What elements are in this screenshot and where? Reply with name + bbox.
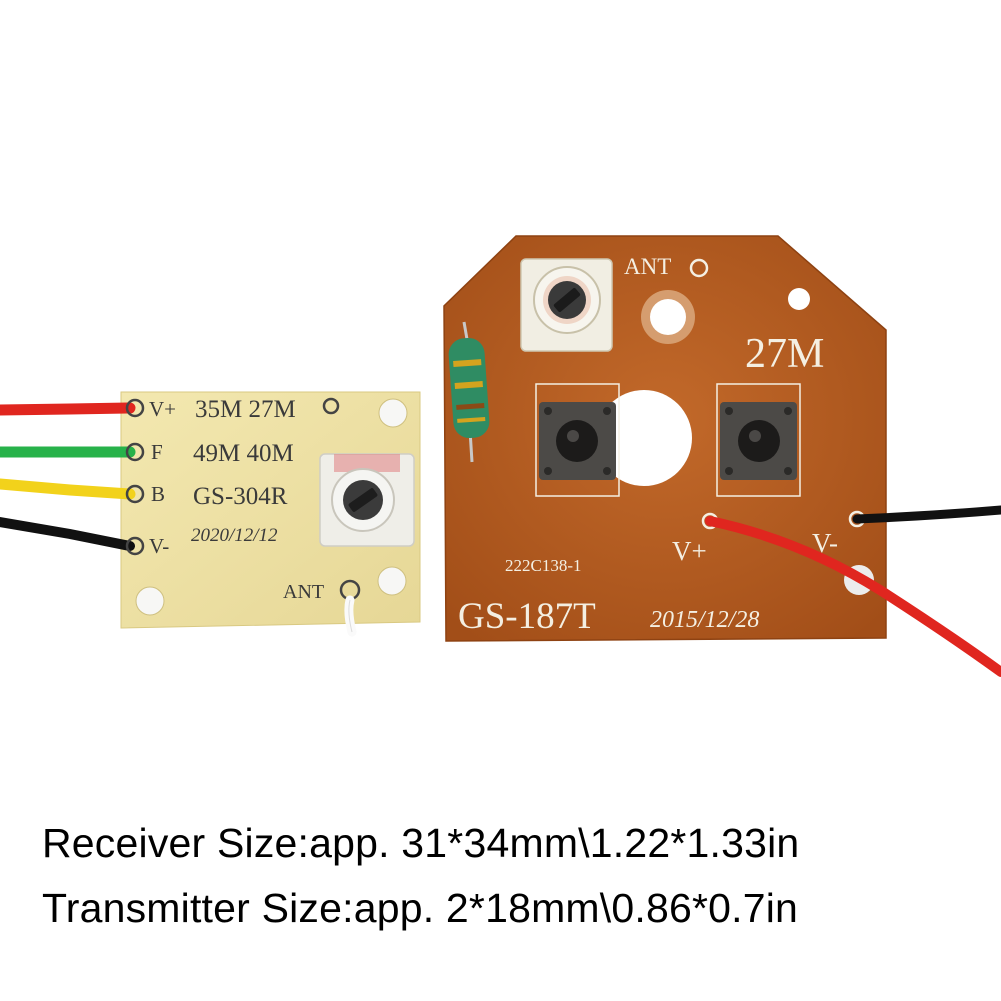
transmitter-model: GS-187T — [458, 596, 596, 637]
pin-label-f: F — [151, 440, 163, 464]
pin-label-vplus: V+ — [149, 397, 176, 421]
pin-label-b: B — [151, 482, 165, 506]
red-wire — [0, 402, 136, 416]
receiver-size-caption: Receiver Size:app. 31*34mm\1.22*1.33in — [42, 820, 800, 866]
transmitter-board: ANT 27M — [443, 235, 1001, 677]
receiver-model: GS-304R — [193, 483, 288, 510]
receiver-mount-hole — [135, 586, 165, 616]
receiver-ant-label: ANT — [283, 581, 324, 603]
receiver-pcb — [120, 391, 421, 629]
receiver-solder-pads — [125, 397, 361, 601]
receiver-tuning-coil — [319, 453, 415, 547]
transmitter-vplus-label: V+ — [672, 536, 707, 566]
pin-label-vminus: V- — [149, 534, 169, 558]
receiver-mount-hole — [377, 566, 407, 596]
transmitter-part-code: 222C138-1 — [505, 556, 582, 575]
transmitter-black-wire — [852, 505, 1001, 524]
transmitter-size-caption: Transmitter Size:app. 2*18mm\0.86*0.7in — [42, 885, 799, 931]
receiver-board: V+ F B V- 35M 27M 49M 40M GS-304R 2020/1… — [0, 391, 421, 637]
right-push-button — [716, 383, 801, 497]
transmitter-tuning-coil — [520, 258, 613, 352]
transmitter-date: 2015/12/28 — [650, 607, 759, 633]
transmitter-center-hole — [596, 390, 692, 486]
receiver-mount-hole — [378, 398, 408, 428]
green-inductor — [448, 321, 490, 463]
left-push-button — [535, 383, 620, 497]
transmitter-mount-hole — [788, 288, 810, 310]
transmitter-red-wire — [705, 516, 1001, 677]
transmitter-freq: 27M — [745, 331, 824, 377]
black-wire — [0, 517, 135, 551]
freq-row-2: 49M 40M — [193, 440, 294, 467]
receiver-date: 2020/12/12 — [191, 525, 278, 546]
freq-row-1: 35M 27M — [195, 396, 296, 423]
transmitter-ant-label: ANT — [624, 254, 671, 279]
yellow-wire — [0, 478, 136, 500]
